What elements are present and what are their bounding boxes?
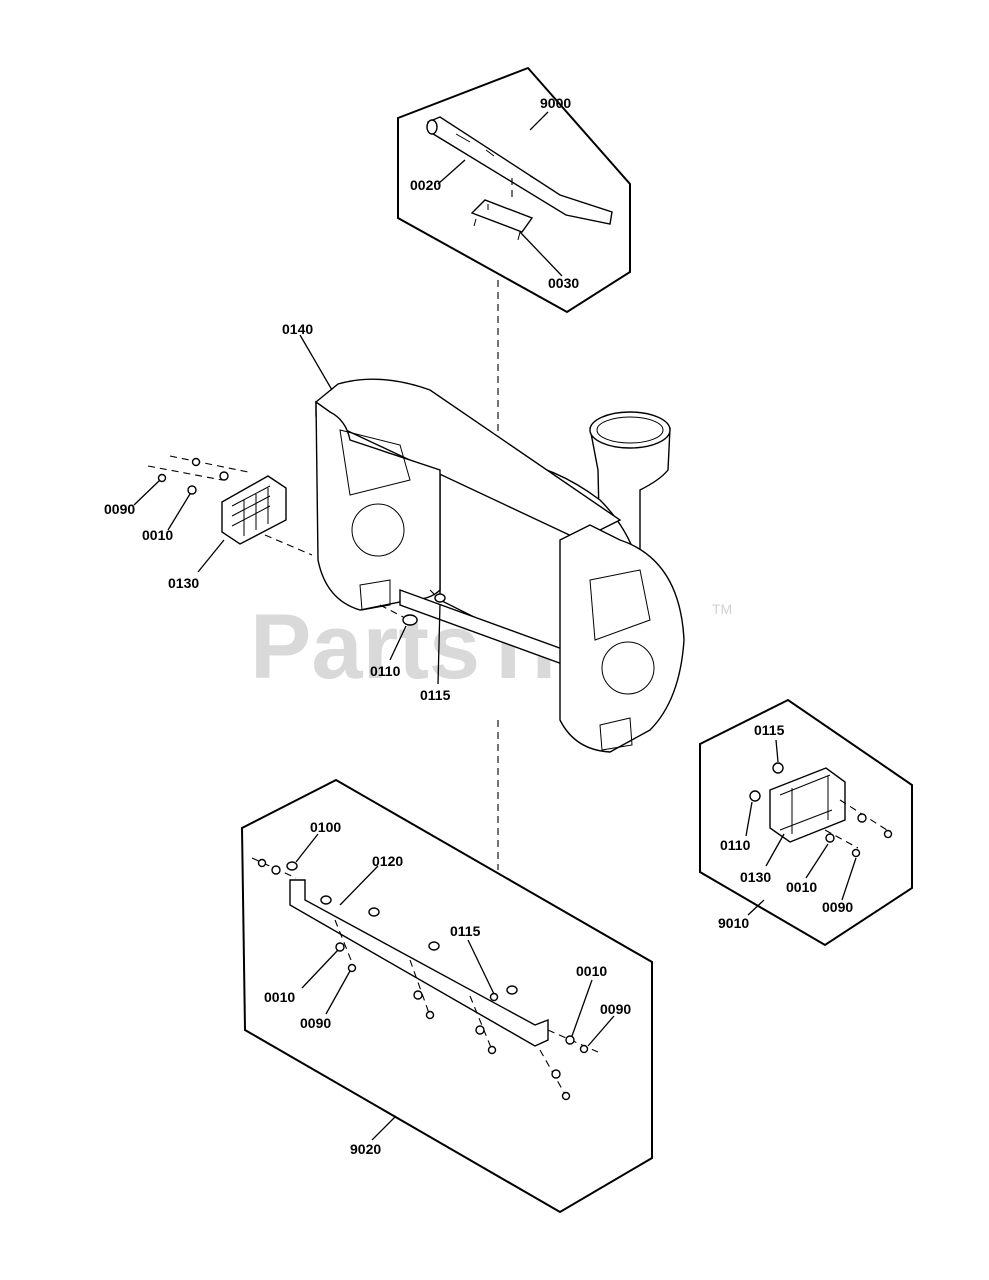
label-0100: 0100 (310, 819, 341, 835)
nut-0090 (487, 1045, 497, 1055)
washer-0010 (413, 990, 423, 1000)
washer-0010 (335, 942, 345, 952)
washer-0010 (271, 865, 281, 875)
bolt-0110 (749, 790, 761, 802)
bolt-0110 (379, 604, 418, 626)
carriage-bolt-0100 (428, 941, 440, 951)
label-0010-scraper-right: 0010 (576, 963, 607, 979)
scraper-bar-0120 (289, 879, 549, 1047)
carriage-bolt-0100 (506, 985, 518, 995)
dash-line (169, 455, 249, 473)
dash-line (469, 995, 493, 1051)
nut-0090 (347, 963, 357, 973)
bracket-part-0030 (470, 199, 534, 241)
nut-0090 (191, 457, 201, 467)
nut-0090 (883, 829, 893, 839)
bolt-0115 (429, 589, 446, 603)
label-0010-scraper-left: 0010 (264, 989, 295, 1005)
nut-0090 (257, 858, 267, 868)
nut-0090 (157, 473, 167, 483)
dash-line (334, 919, 356, 971)
label-9010: 9010 (718, 915, 749, 931)
leader-lines (133, 111, 857, 1141)
nut-0090 (579, 1044, 589, 1054)
watermark-trademark: TM (712, 601, 732, 617)
label-0110-right: 0110 (720, 837, 751, 853)
label-0090-left: 0090 (104, 501, 135, 517)
skid-shoe-0130-right (769, 767, 846, 843)
label-0140: 0140 (282, 321, 313, 337)
washer-0010 (551, 1069, 561, 1079)
carriage-bolt-0100 (320, 895, 332, 905)
label-0115-scraper: 0115 (450, 923, 481, 939)
kit-9010-box (699, 698, 913, 947)
label-0090-scraper-left: 0090 (300, 1015, 331, 1031)
dash-line (264, 534, 313, 556)
label-0090-right: 0090 (822, 899, 853, 915)
skid-shoe-0130-left (221, 475, 287, 545)
nut-0090 (561, 1091, 571, 1101)
label-0120: 0120 (372, 853, 403, 869)
carriage-bolt-0100 (368, 907, 380, 917)
bolt-0115 (489, 992, 499, 1002)
label-0030: 0030 (548, 275, 579, 291)
washer-0010 (475, 1025, 485, 1035)
label-0010-right: 0010 (786, 879, 817, 895)
label-0010-left: 0010 (142, 527, 173, 543)
shaft-part-0020 (426, 116, 613, 225)
washer-0010 (857, 813, 867, 823)
label-9020: 9020 (350, 1141, 381, 1157)
label-0090-scraper-right: 0090 (600, 1001, 631, 1017)
label-0130-right: 0130 (740, 869, 771, 885)
washer-0010 (565, 1035, 575, 1045)
dash-line (147, 465, 223, 481)
kit-9000-box (397, 66, 631, 314)
label-0020: 0020 (410, 177, 441, 193)
bolt-0115 (772, 762, 784, 774)
label-0130-left: 0130 (168, 575, 199, 591)
label-0115-housing: 0115 (420, 687, 451, 703)
kit-9020-box (240, 778, 653, 1214)
label-0115-right: 0115 (754, 722, 785, 738)
washer-0010 (187, 485, 197, 495)
auger-housing-0140 (315, 378, 685, 753)
nut-0090 (851, 848, 861, 858)
carriage-bolt-0100 (286, 861, 298, 871)
washer-0010 (219, 471, 229, 481)
label-0110-housing: 0110 (370, 663, 401, 679)
dash-line (409, 959, 431, 1017)
nut-0090 (425, 1010, 435, 1020)
label-9000: 9000 (540, 95, 571, 111)
washer-0010 (825, 833, 835, 843)
dash-line (824, 829, 859, 849)
